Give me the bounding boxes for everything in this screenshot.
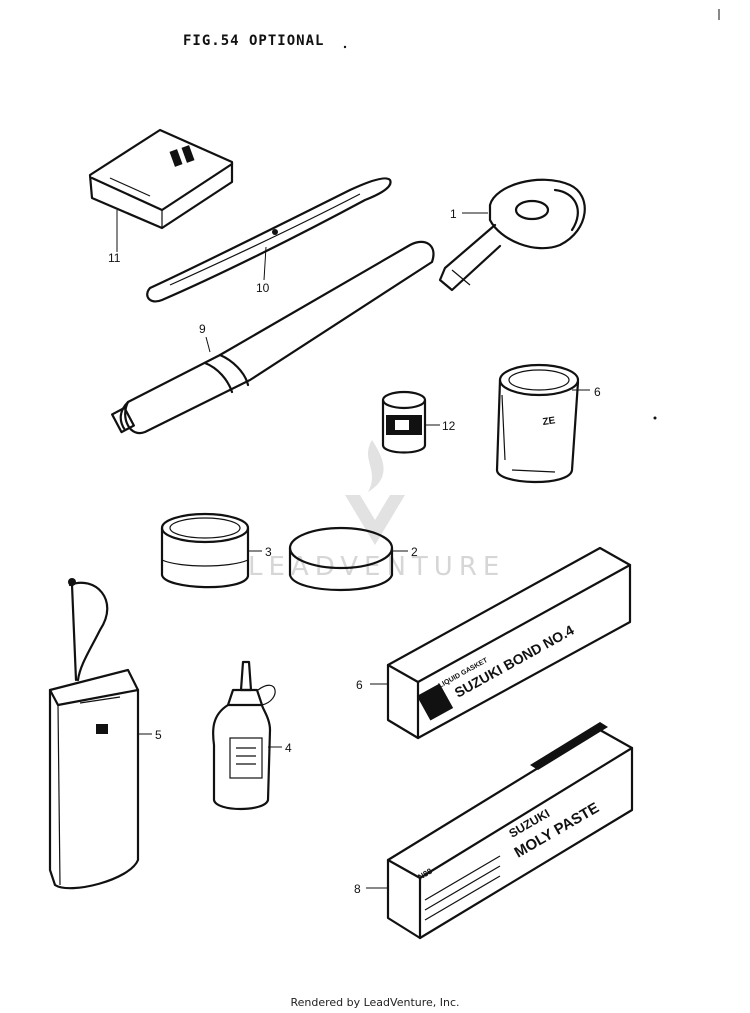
callout-6-box: 6 [356,678,363,692]
svg-text:N88: N88 [417,866,435,881]
callout-5: 5 [155,728,162,742]
part-10-tire-lever [146,177,392,303]
figure-title: FIG.54 OPTIONAL [183,33,325,49]
callout-8: 8 [354,882,361,896]
part-3-jar [160,512,262,589]
callout-10: 10 [256,281,270,295]
part-5-container [48,578,152,890]
part-1-key [438,178,586,292]
scan-speck [343,45,347,49]
part-12-small-can [381,390,440,454]
callout-4: 4 [285,741,292,755]
callout-2: 2 [411,545,418,559]
part-4-bottle [211,660,282,810]
scan-speck [653,416,657,420]
watermark-text: LEADVENTURE [248,552,505,582]
callout-3: 3 [265,545,272,559]
callout-9: 9 [199,322,206,336]
watermark: LEADVENTURE [248,440,505,582]
callout-6-can: 6 [594,385,601,399]
part-2-tin [288,526,408,592]
callout-11: 11 [108,251,121,265]
part-6-large-can: ZE [495,363,590,484]
callout-1: 1 [450,207,457,221]
part-11-case [88,128,234,252]
footer-credit: Rendered by LeadVenture, Inc. [290,996,460,1009]
svg-text:ZE: ZE [542,415,557,428]
callout-12: 12 [442,419,456,433]
part-9-pump [111,240,435,435]
part-8-moly-box: N88 SUZUKI MOLY PASTE [366,722,634,940]
